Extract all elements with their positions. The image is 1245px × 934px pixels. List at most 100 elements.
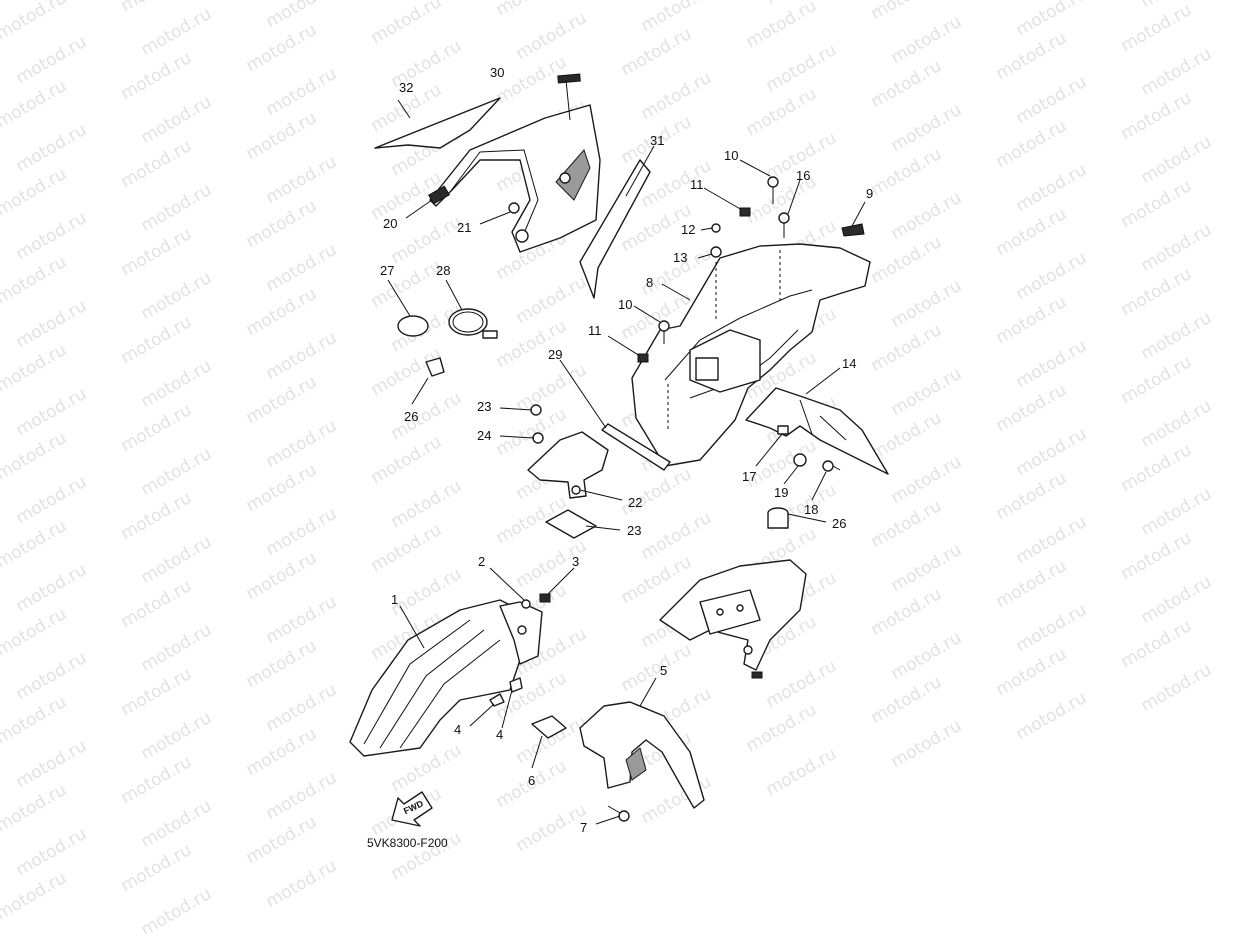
watermark-text: motod.ru — [263, 416, 341, 472]
watermark-text: motod.ru — [118, 752, 196, 808]
watermark-text: motod.ru — [993, 292, 1071, 348]
watermark-text: motod.ru — [118, 136, 196, 192]
watermark-text: motod.ru — [888, 628, 966, 684]
bolt-10a — [767, 176, 779, 188]
callout-10a: 10 — [724, 148, 738, 163]
watermark-text: motod.ru — [1013, 72, 1091, 128]
bolt-13 — [710, 246, 722, 258]
nut-11b — [637, 353, 649, 363]
bracket-21 — [527, 431, 609, 499]
watermark-text: motod.ru — [888, 452, 966, 508]
watermark-text: motod.ru — [1118, 528, 1196, 584]
mudguard-5 — [579, 701, 705, 809]
watermark-text: motod.ru — [763, 656, 841, 712]
watermark-text: motod.ru — [888, 540, 966, 596]
watermark-text: motod.ru — [263, 768, 341, 824]
callout-22: 23 — [627, 523, 641, 538]
watermark-text: motod.ru — [118, 576, 196, 632]
watermark-text: motod.ru — [888, 100, 966, 156]
watermark-text: motod.ru — [263, 328, 341, 384]
screw-4b — [509, 677, 523, 693]
watermark-text: motod.ru — [13, 296, 91, 352]
watermark-text: motod.ru — [1118, 88, 1196, 144]
callout-23: 23 — [477, 399, 491, 414]
ring-28 — [448, 308, 488, 336]
watermark-text: motod.ru — [993, 28, 1071, 84]
watermark-text: motod.ru — [1138, 44, 1216, 100]
front-fender-1-ribs — [363, 619, 501, 749]
watermark-text: motod.ru — [388, 564, 466, 620]
watermark-text: motod.ru — [888, 364, 966, 420]
watermark-text: motod.ru — [0, 604, 70, 660]
pad-22 — [545, 509, 597, 539]
callout-26: 26 — [404, 409, 418, 424]
callout-28: 28 — [436, 263, 450, 278]
watermark-text: motod.ru — [993, 380, 1071, 436]
watermark-text: motod.ru — [618, 464, 696, 520]
callout-24: 24 — [477, 428, 491, 443]
callout-27: 27 — [380, 263, 394, 278]
callout-18: 19 — [774, 485, 788, 500]
watermark-text: motod.ru — [1013, 424, 1091, 480]
watermark-text: motod.ru — [888, 12, 966, 68]
watermark-text: motod.ru — [263, 152, 341, 208]
watermark-text: motod.ru — [0, 252, 70, 308]
watermark-text: motod.ru — [388, 388, 466, 444]
emblem-30 — [557, 73, 581, 84]
watermark-text: motod.ru — [993, 204, 1071, 260]
watermark-text: motod.ru — [138, 4, 216, 60]
watermark-text: motod.ru — [263, 504, 341, 560]
ring-28-tab — [482, 330, 498, 339]
watermark-text: motod.ru — [138, 444, 216, 500]
watermark-text: motod.ru — [638, 508, 716, 564]
watermark-text: motod.ru — [993, 116, 1071, 172]
bolt-12 — [711, 223, 721, 233]
decal-31 — [579, 159, 651, 299]
watermark-text: motod.ru — [1013, 688, 1091, 744]
watermark-text: motod.ru — [993, 556, 1071, 612]
callout-15: 16 — [796, 168, 810, 183]
callout-30: 30 — [490, 65, 504, 80]
watermark-text: motod.ru — [868, 496, 946, 552]
watermark-text: motod.ru — [1138, 220, 1216, 276]
watermark-text: motod.ru — [1013, 600, 1091, 656]
watermark-text: motod.ru — [13, 208, 91, 264]
watermark-text: motod.ru — [1138, 484, 1216, 540]
mudguard-5-window — [625, 747, 647, 781]
watermark-text: motod.ru — [493, 316, 571, 372]
callout-7: 7 — [580, 820, 587, 835]
watermark-text: motod.ru — [263, 680, 341, 736]
watermark-text: motod.ru — [263, 240, 341, 296]
watermark-text: motod.ru — [1013, 336, 1091, 392]
watermark-text: motod.ru — [888, 716, 966, 772]
bolt-15 — [778, 212, 790, 224]
watermark-text: motod.ru — [1118, 440, 1196, 496]
callout-2: 2 — [478, 554, 485, 569]
bolt-10b — [658, 320, 670, 332]
bolt-7 — [618, 810, 630, 822]
clamp-6 — [531, 715, 567, 739]
callout-9: 9 — [866, 186, 873, 201]
bolt-20 — [508, 202, 520, 214]
watermark-text: motod.ru — [13, 384, 91, 440]
leader-lines — [387, 79, 866, 825]
rear-fender-8-block — [695, 357, 719, 381]
watermark-text: motod.ru — [13, 560, 91, 616]
callout-10b: 10 — [618, 297, 632, 312]
watermark-text: motod.ru — [1118, 616, 1196, 672]
ring-28-inner — [452, 311, 484, 333]
bolt-20b — [515, 229, 529, 243]
watermark-text: motod.ru — [638, 68, 716, 124]
watermark-text: motod.ru — [13, 736, 91, 792]
watermark-text: motod.ru — [118, 840, 196, 896]
watermark-text: motod.ru — [243, 20, 321, 76]
watermark-text: motod.ru — [763, 40, 841, 96]
watermark-text: motod.ru — [763, 744, 841, 800]
watermark-text: motod.ru — [1013, 160, 1091, 216]
callout-3: 3 — [572, 554, 579, 569]
watermark-text: motod.ru — [513, 360, 591, 416]
callout-labels: 32 30 20 21 31 27 28 26 10 16 9 11 12 13… — [380, 65, 873, 835]
callout-11a: 11 — [690, 177, 704, 192]
watermark-text: motod.ru — [118, 224, 196, 280]
